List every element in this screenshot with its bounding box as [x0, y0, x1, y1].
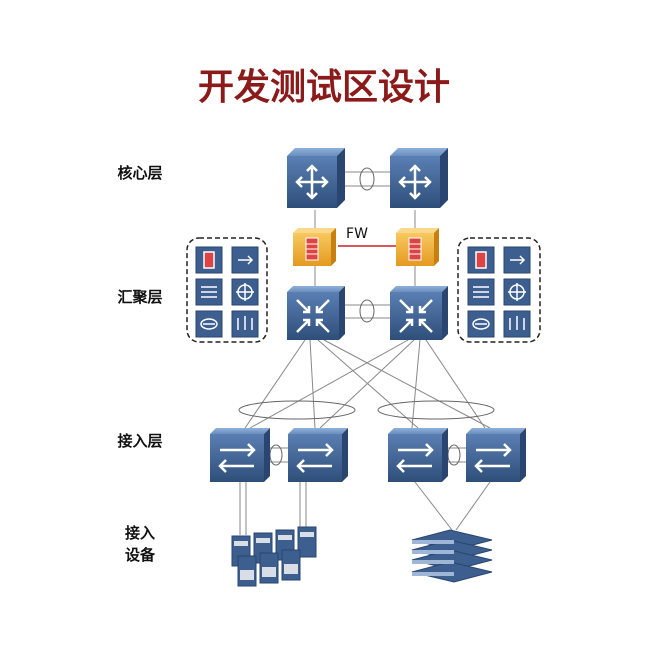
core-switch-right [390, 148, 448, 208]
aggregation-switch-left [287, 286, 345, 340]
access-layer-label: 接入层 [117, 432, 163, 450]
switch-arrows-icon [474, 443, 512, 473]
firewall-left [293, 228, 336, 266]
switch-arrows-icon [296, 443, 334, 473]
server-cluster-icon [231, 526, 317, 587]
access-switch-4 [466, 428, 526, 482]
router-arrows-icon [398, 164, 432, 200]
multilayer-switch-icon [399, 299, 433, 333]
rack-server-icon [411, 529, 493, 583]
access-switch-3 [388, 428, 448, 482]
diagram-title: 开发测试区设计 [197, 67, 450, 108]
service-modules-right [457, 237, 541, 343]
access-switch-2 [288, 428, 348, 482]
router-arrows-icon [295, 164, 329, 200]
firewall-label: FW [346, 226, 368, 242]
access-switch-1 [210, 428, 270, 482]
firewall-icon [408, 237, 422, 261]
links [238, 167, 495, 535]
aggregation-layer-label: 汇聚层 [117, 288, 163, 306]
firewall-right [396, 228, 439, 266]
core-switch-left [287, 148, 345, 208]
switch-arrows-icon [218, 443, 256, 473]
access-devices-label-line1: 接入 [124, 524, 155, 542]
aggregation-switch-right [390, 286, 448, 340]
access-devices-label-line2: 设备 [124, 546, 155, 564]
firewall-icon [305, 237, 319, 261]
multilayer-switch-icon [296, 299, 330, 333]
service-modules-left [186, 237, 268, 343]
core-layer-label: 核心层 [117, 164, 163, 182]
switch-arrows-icon [396, 443, 434, 473]
